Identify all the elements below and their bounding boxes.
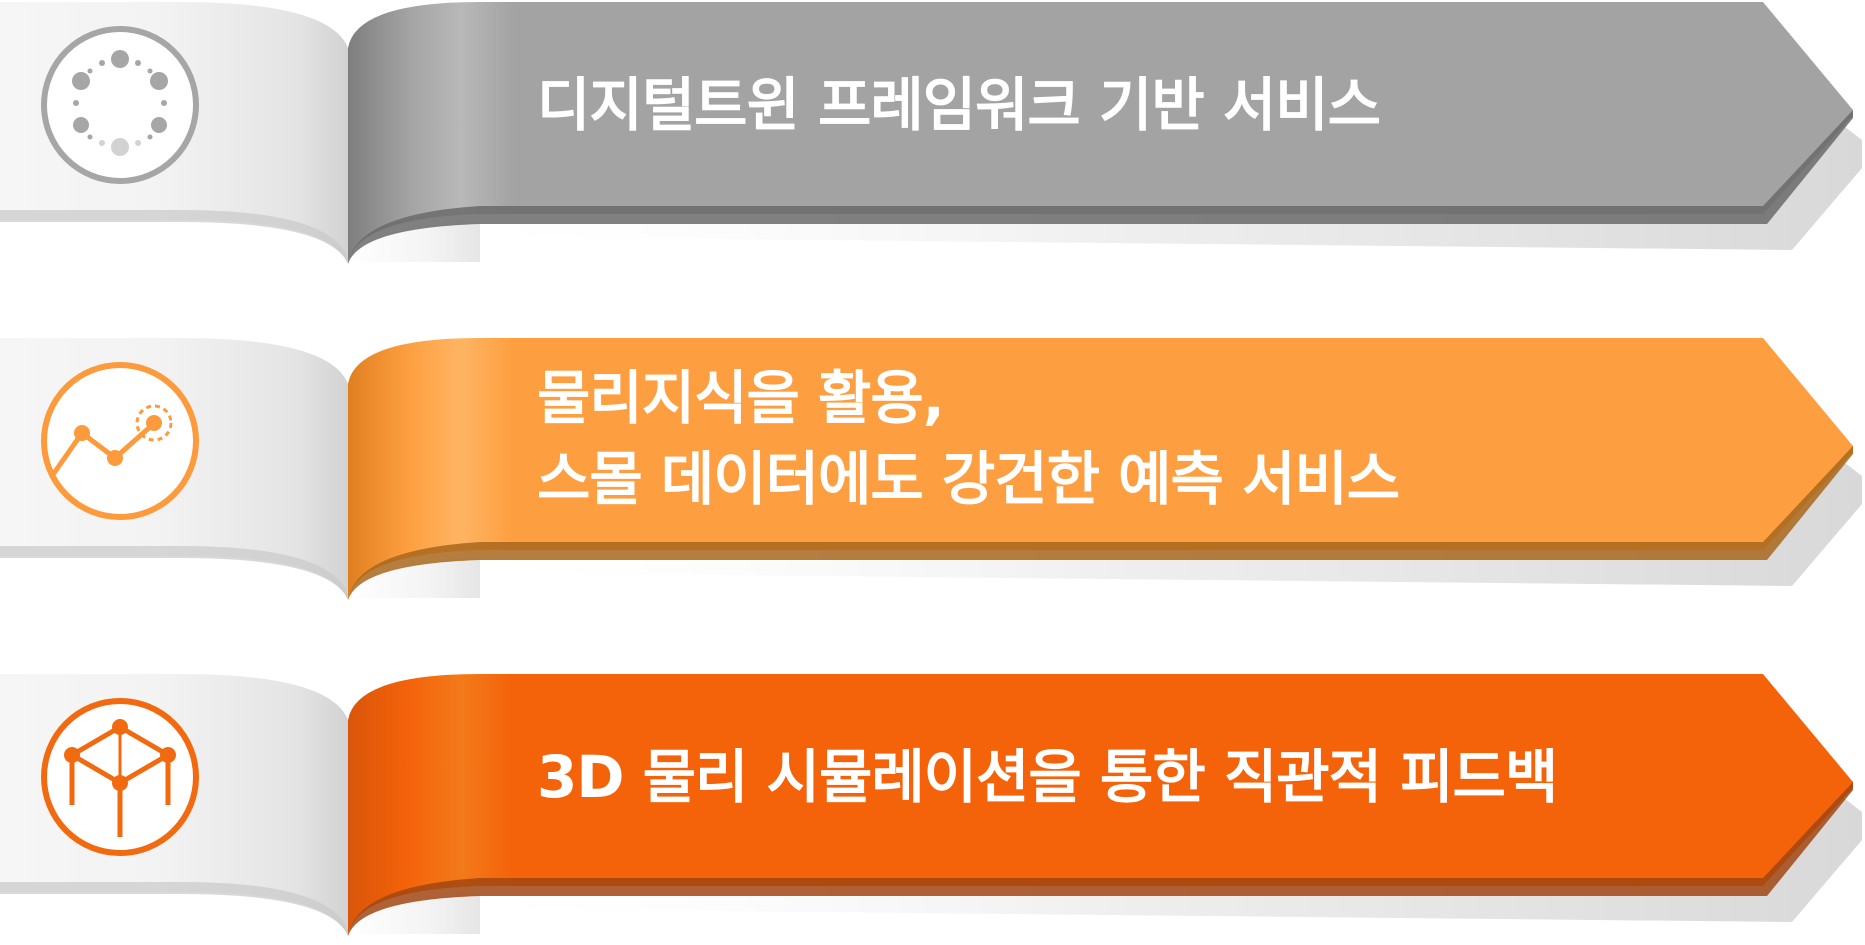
- 3d-cube-icon: [41, 698, 199, 856]
- dotted-circle-icon: [41, 26, 199, 184]
- ribbon-label-line: 물리지식을 활용,: [537, 364, 945, 432]
- ribbon-label-line: 디지털트윈 프레임워크 기반 서비스: [537, 71, 1381, 139]
- ribbon-label-line: 스몰 데이터에도 강건한 예측 서비스: [537, 445, 1400, 513]
- ribbon-digital-twin: [0, 2, 1862, 264]
- ribbon-physics-prediction: [0, 338, 1862, 600]
- ribbon-simulation-feedback: [0, 674, 1862, 936]
- ribbon-label-physics-prediction: 물리지식을 활용, 스몰 데이터에도 강건한 예측 서비스: [537, 358, 1717, 520]
- trend-line-icon: [41, 362, 199, 520]
- ribbon-label-line: 3D 물리 시뮬레이션을 통한 직관적 피드백: [537, 743, 1558, 811]
- ribbon-label-simulation-feedback: 3D 물리 시뮬레이션을 통한 직관적 피드백: [537, 737, 1717, 818]
- ribbon-label-digital-twin: 디지털트윈 프레임워크 기반 서비스: [537, 65, 1717, 146]
